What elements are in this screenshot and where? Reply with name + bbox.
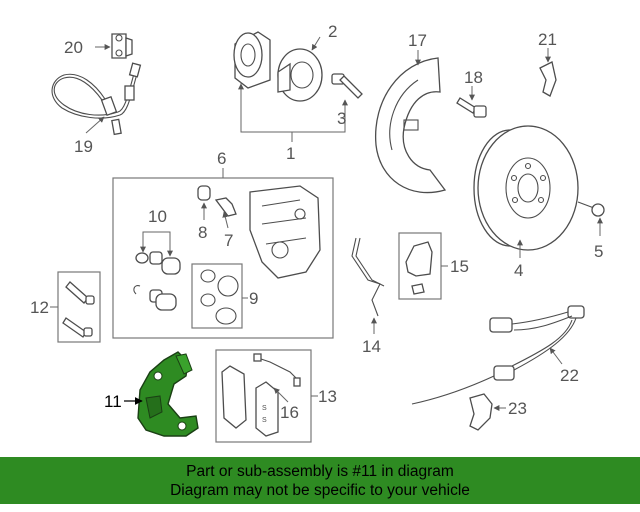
part-15-pad-wear-kit[interactable] [405,241,433,295]
leader-2 [311,36,321,51]
part-caliper-housing[interactable] [249,185,321,279]
callout-23: 23 [508,399,527,418]
callout-11: 11 [104,392,122,411]
callout-22: 22 [560,366,579,385]
part-14-spring[interactable] [351,237,385,317]
callout-18: 18 [464,68,483,87]
callout-10: 10 [148,207,167,226]
callout-8: 8 [198,223,207,242]
part-2-wheel-hub[interactable] [233,31,323,102]
part-7-bleeder[interactable] [214,197,237,217]
part-16-wear-sensor[interactable] [253,353,301,387]
part-20-bracket[interactable] [111,33,133,59]
callout-14: 14 [362,337,381,356]
group-9-seal-box [191,263,243,329]
part-13-brake-pads[interactable]: S S [221,365,279,437]
part-21-clip[interactable] [539,61,557,97]
part-8-cap[interactable] [197,185,211,201]
part-4-brake-rotor[interactable] [473,125,579,251]
part-3-hub-bolt[interactable] [331,73,363,99]
part-22-sensor-harness[interactable] [411,305,585,405]
banner-line-1: Part or sub-assembly is #11 in diagram [186,463,454,480]
part-18-bolt[interactable] [456,97,487,118]
callout-21: 21 [538,30,557,49]
callout-9: 9 [249,289,258,308]
part-12-pins[interactable] [62,281,95,338]
callout-5: 5 [594,242,603,261]
callout-17: 17 [408,31,427,50]
callout-3: 3 [337,109,346,128]
notice-banner: Part or sub-assembly is #11 in diagram D… [0,457,640,504]
parts-diagram: 20 19 2 1 3 17 18 [30,22,605,443]
part-9-seal-kit[interactable] [200,269,239,325]
part-17-splash-shield[interactable] [375,57,447,194]
callout-2: 2 [328,22,337,41]
callout-19: 19 [74,137,93,156]
part-11-caliper-bracket[interactable] [137,351,199,437]
banner-line-2: Diagram may not be specific to your vehi… [170,482,470,499]
callout-4: 4 [514,261,523,280]
part-5-screw[interactable] [577,201,605,217]
callout-13: 13 [318,387,337,406]
callout-6: 6 [217,149,226,168]
svg-text:S: S [262,405,267,412]
callout-12: 12 [30,298,49,317]
callout-16: 16 [280,403,299,422]
callout-20: 20 [64,38,83,57]
svg-text:S: S [262,417,267,424]
callout-7: 7 [224,231,233,250]
part-10-guide-pins[interactable] [133,251,181,311]
part-19-brake-hose[interactable] [51,62,142,136]
callout-1: 1 [286,144,295,163]
part-23-clip[interactable] [469,393,493,431]
callout-15: 15 [450,257,469,276]
leader-19 [85,116,105,134]
